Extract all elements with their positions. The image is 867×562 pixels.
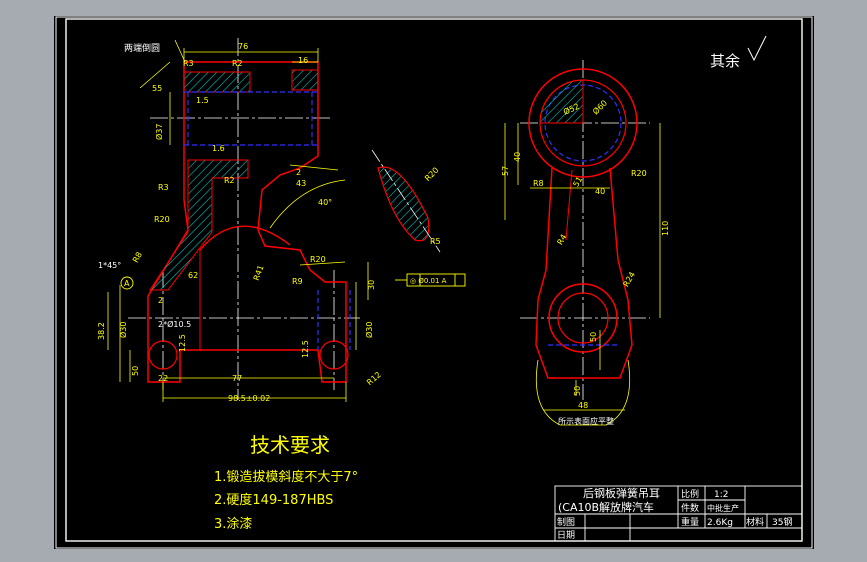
dim-43: 43: [296, 179, 306, 188]
title-material-label: 材料: [746, 516, 764, 528]
dim-2-mid: 2: [296, 168, 301, 177]
note-both-ends: 两端倒圆: [124, 42, 160, 54]
tech-item-2: 2.硬度149-187HBS: [214, 492, 333, 508]
dim-62: 62: [188, 271, 198, 280]
title-drawn-label: 制图: [557, 516, 575, 528]
dim-r20b: R20: [310, 255, 326, 264]
dim-12-5b: 12.5: [301, 340, 310, 358]
tolerance-frame-text: ◎ Ø0.01 A: [410, 277, 447, 285]
dim-angle-small: 55: [152, 84, 162, 93]
dim-77: 77: [232, 374, 242, 383]
title-part-name: 后钢板弹簧吊耳: [583, 486, 660, 500]
bottom-boss-inner: [557, 292, 609, 344]
bottom-boss-outer: [548, 283, 618, 353]
title-qty-value: 中批生产: [707, 503, 739, 513]
inner-frame: [65, 18, 803, 542]
dim-r2-mid: R2: [224, 176, 235, 185]
dim-r20: R20: [154, 215, 170, 224]
title-scale-value: 1:2: [714, 490, 728, 500]
dim-16: 16: [298, 56, 308, 65]
title-block: [554, 485, 803, 542]
dim-d37: Ø37: [154, 124, 164, 140]
drawing-background: [54, 16, 814, 549]
dim-r9: R9: [292, 277, 303, 286]
dim-r-r8: R8: [533, 179, 544, 188]
dim-22: 22: [158, 374, 168, 383]
title-material-value: 35钢: [772, 516, 792, 528]
dim-d30-left: Ø30: [118, 322, 128, 338]
arm-outline: [535, 167, 633, 379]
hole-right: [319, 340, 349, 370]
dim-98-5: 98.5±0.02: [228, 394, 270, 403]
section-rib: [149, 159, 249, 291]
dim-r-r20: R20: [631, 169, 647, 178]
dim-r-48: 48: [578, 401, 588, 410]
left-view: [107, 38, 466, 402]
title-weight-label: 重量: [681, 516, 699, 528]
tech-item-1: 1.锻造拔模斜度不大于7°: [214, 469, 358, 485]
section-top-left: [183, 71, 251, 93]
dim-datum: A: [124, 279, 130, 288]
tech-item-3: 3.涂漆: [214, 516, 252, 532]
dim-r-40: 40: [513, 152, 522, 162]
dim-r-110: 110: [661, 221, 670, 236]
dim-12-5a: 12.5: [178, 334, 187, 352]
dim-r-57: 57: [501, 166, 510, 176]
dim-r3: R3: [158, 183, 169, 192]
dim-top-width: 76: [238, 42, 248, 51]
hole-left: [148, 340, 178, 370]
dim-2-left: 2: [158, 296, 163, 305]
title-date-label: 日期: [557, 530, 575, 541]
dim-1-5: 1.5: [196, 96, 209, 105]
section-top-right: [291, 69, 319, 91]
dim-r-40b: 40: [595, 187, 605, 196]
title-subtitle: (CA10B解放牌汽车: [558, 500, 654, 514]
dim-1-6: 1.6: [212, 144, 225, 153]
right-view: [504, 60, 661, 426]
datum-marker: [120, 276, 134, 290]
dim-r-50b: 50: [573, 386, 582, 396]
dim-38-2: 38.2: [97, 322, 106, 340]
dim-r-50: 50: [589, 332, 598, 342]
tech-title: 技术要求: [250, 433, 330, 457]
surface-note: 其余: [710, 52, 740, 70]
dim-r-51: 51: [571, 175, 584, 188]
roughness-symbol: [747, 35, 767, 62]
dim-angle-40: 40°: [318, 198, 332, 207]
top-boss-outer: [528, 68, 638, 178]
title-qty-label: 件数: [681, 502, 699, 514]
dim-r3-top: R3: [183, 59, 194, 68]
dim-d30-right: Ø30: [364, 322, 374, 338]
dim-50: 50: [131, 366, 140, 376]
lever-outline: [147, 61, 347, 383]
title-weight-value: 2.6Kg: [707, 518, 733, 528]
tech-requirements: 技术要求 1.锻造拔模斜度不大于7° 2.硬度149-187HBS 3.涂漆: [214, 433, 358, 532]
title-scale-label: 比例: [681, 488, 699, 500]
dim-chamfer: 1*45°: [98, 261, 121, 270]
dim-r2-top: R2: [232, 59, 243, 68]
outer-frame: [55, 16, 813, 549]
right-view-caption: 所示表面应平整: [558, 416, 614, 426]
dim-section-r5: R5: [430, 237, 441, 246]
top-boss-section: [539, 79, 584, 124]
dim-30: 30: [367, 280, 376, 290]
rotated-section: [371, 149, 441, 253]
dim-holes: 2*Ø10.5: [158, 319, 191, 329]
